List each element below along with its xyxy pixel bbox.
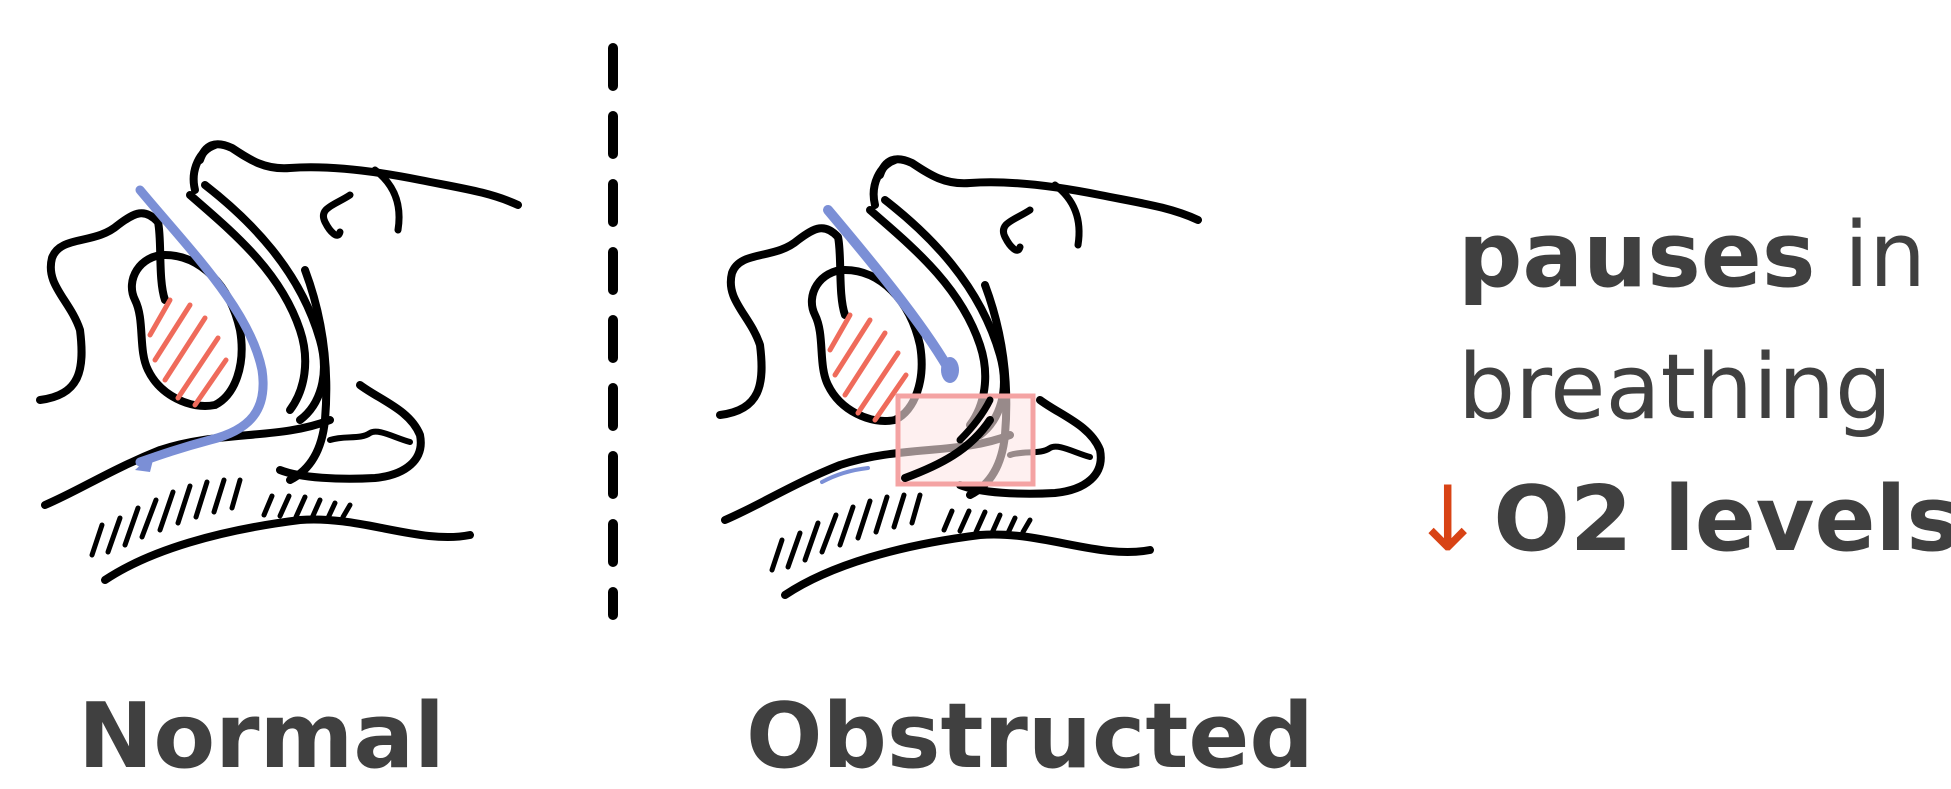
obstructed-panel-label: Obstructed: [746, 692, 1314, 782]
caption-line-1: pauses in: [1458, 190, 1926, 322]
normal-panel-label: Normal: [78, 692, 445, 782]
obstructed-airflow-line: [828, 210, 948, 368]
caption-pauses: pauses: [1458, 203, 1815, 308]
obstructed-airway-drawing: [720, 159, 1198, 595]
caption-line-2: breathing: [1458, 322, 1892, 454]
caption-line-3: ↓O2 levels.: [1410, 454, 1951, 586]
down-arrow-icon: ↓: [1410, 467, 1485, 572]
caption-o2-levels: O2 levels.: [1493, 467, 1951, 572]
normal-airway-drawing: [40, 144, 518, 580]
caption-in: in: [1815, 203, 1926, 308]
